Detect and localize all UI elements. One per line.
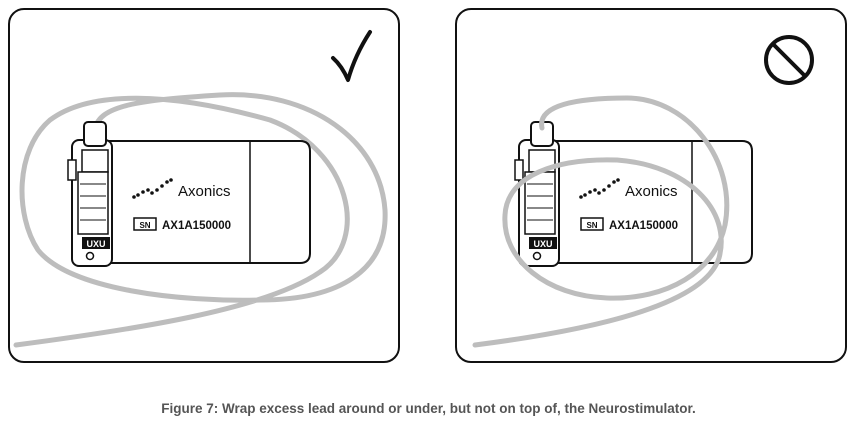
serial-tag-box bbox=[133, 217, 157, 231]
prohibited-icon bbox=[764, 35, 814, 85]
lead-wire bbox=[13, 92, 388, 348]
serial-number: AX1A150000 bbox=[609, 220, 678, 232]
serial-tag: SN bbox=[139, 221, 150, 230]
connector-hole bbox=[532, 251, 542, 261]
incorrect-placement-panel: UXU Axonics SN AX1A150000 bbox=[455, 8, 847, 363]
serial-number: AX1A150000 bbox=[162, 220, 231, 232]
brand-name: Axonics bbox=[625, 183, 678, 200]
serial-tag: SN bbox=[586, 221, 597, 230]
brand-name: Axonics bbox=[178, 183, 231, 200]
connector-label: UXU bbox=[86, 239, 105, 249]
correct-placement-illustration: UXU Axonics SN AX1A150000 bbox=[13, 30, 388, 348]
brand-logo-icon bbox=[579, 178, 620, 199]
correct-placement-panel: UXU Axonics SN AX1A150000 bbox=[8, 8, 400, 363]
connector-hole bbox=[85, 251, 95, 261]
neurostimulator-device: UXU Axonics SN AX1A150000 bbox=[67, 121, 311, 267]
neurostimulator-device: UXU Axonics SN AX1A150000 bbox=[514, 121, 753, 267]
checkmark-icon bbox=[331, 30, 372, 82]
figure-caption: Figure 7: Wrap excess lead around or und… bbox=[161, 401, 696, 416]
connector-label: UXU bbox=[533, 239, 552, 249]
brand-logo-icon bbox=[132, 178, 173, 199]
serial-tag-box bbox=[580, 217, 604, 231]
incorrect-placement-illustration: UXU Axonics SN AX1A150000 bbox=[472, 35, 814, 348]
lead-wire bbox=[472, 95, 730, 348]
